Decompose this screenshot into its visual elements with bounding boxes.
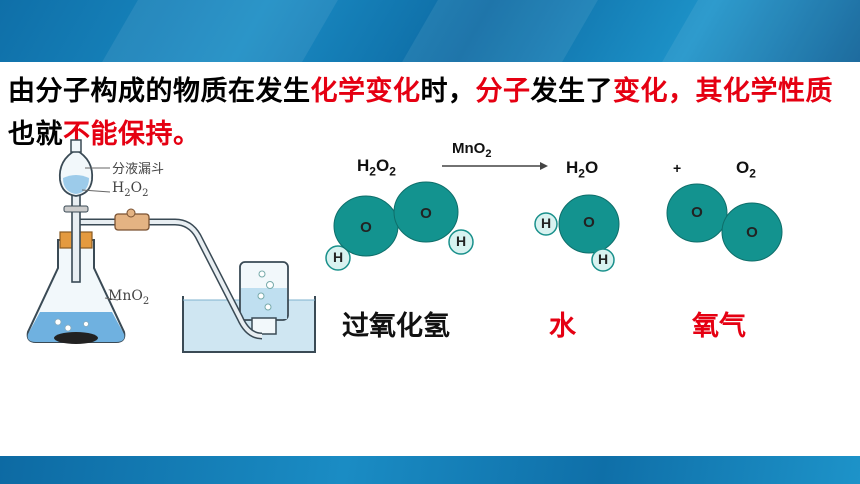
hydrogen-atom	[448, 229, 474, 255]
atom-label: H	[332, 249, 344, 265]
headline-part: 变化，其化学性质	[613, 76, 833, 107]
hydrogen-atom	[591, 248, 615, 272]
water-molecule	[534, 194, 620, 272]
headline-part: 化学变化	[310, 76, 421, 107]
oxygen-atom	[666, 183, 728, 243]
headline-part: 由分子构成的物质在发生	[8, 76, 311, 107]
atom-label: O	[691, 204, 703, 221]
atom-label: O	[746, 224, 758, 241]
funnel-label: 分液漏斗	[112, 162, 165, 177]
oxygen-formula: O2	[736, 158, 756, 181]
oxygen-atom	[721, 202, 783, 262]
headline-part: 发生了	[530, 76, 613, 107]
funnel-reagent-label: H2O2	[112, 180, 149, 199]
headline-part: 时，	[420, 76, 476, 107]
headline-part: 分子	[475, 76, 531, 107]
flask-reagent-label: MnO2	[108, 288, 150, 307]
headline-part: 也就	[8, 119, 63, 150]
water-name: 水	[549, 311, 576, 342]
oxygen-name: 氧气	[692, 311, 746, 342]
water-trough	[182, 296, 316, 353]
hydrogen-atom	[534, 212, 558, 236]
hydrogen-atom	[325, 245, 351, 271]
reactant-formula: H2O2	[357, 156, 396, 179]
atom-label: O	[360, 219, 372, 236]
mno2-powder	[54, 332, 98, 344]
plus-sign: +	[673, 160, 682, 176]
catalyst-formula: MnO2	[452, 140, 492, 160]
top-banner	[0, 0, 860, 62]
hydrogen-peroxide-molecule	[325, 181, 474, 271]
atom-label: H	[540, 215, 552, 231]
oxygen-atom	[393, 181, 459, 243]
atom-label: O	[420, 205, 432, 222]
atom-label: O	[583, 214, 595, 231]
atom-label: H	[455, 233, 467, 249]
lab-apparatus	[26, 139, 316, 353]
hydrogen-peroxide-name: 过氧化氢	[342, 311, 450, 342]
water-formula: H2O	[566, 158, 599, 181]
atom-label: H	[597, 251, 609, 267]
oxygen-atom	[558, 194, 620, 254]
headline-part: 不能保持。	[63, 119, 201, 150]
oxygen-molecule	[666, 183, 783, 262]
headline: 由分子构成的物质在发生化学变化时，分子发生了变化，其化学性质也就不能保持。	[8, 70, 856, 156]
bottom-banner	[0, 456, 860, 484]
